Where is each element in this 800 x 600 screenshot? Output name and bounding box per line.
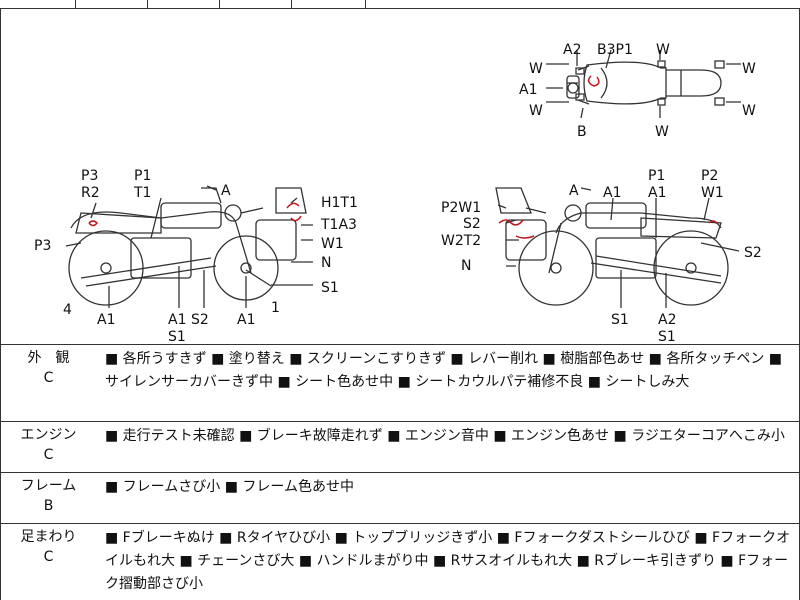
label-a2: A2 (563, 42, 581, 58)
label-p2w1: P2W1 (441, 200, 481, 216)
section-notes: ■ フレームさび小 ■ フレーム色あせ中 (105, 479, 354, 495)
label-p1: P1 (648, 168, 665, 184)
label-s1: S1 (168, 329, 186, 344)
label-w1: W1 (701, 185, 724, 201)
header-row-fragment (0, 0, 800, 9)
label-4: 4 (63, 302, 72, 318)
label-w: W (529, 61, 543, 77)
label-s1: S1 (658, 329, 676, 344)
label-p3: P3 (34, 238, 51, 254)
motorcycle-diagram: A2 B3P1 W W A1 W B W W W P3 R2 P1 T1 A H… (34, 42, 762, 344)
section-grade: C (43, 370, 54, 386)
label-s1: S1 (321, 280, 339, 296)
label-w2t2: W2T2 (441, 233, 481, 249)
section-engine: エンジン C ■ 走行テスト未確認 ■ ブレーキ故障走れず ■ エンジン音中 ■… (0, 422, 800, 473)
label-a1: A1 (168, 312, 186, 328)
label-w1: W1 (321, 236, 344, 252)
top-view-motorcycle (546, 49, 741, 119)
section-notes: ■ 各所うすきず ■ 塗り替え ■ スクリーンこすりきず ■ レバー削れ ■ 樹… (105, 351, 783, 390)
label-a: A (221, 183, 231, 199)
label-s1: S1 (611, 312, 629, 328)
label-w: W (656, 42, 670, 58)
label-a2: A2 (658, 312, 676, 328)
left-side-motorcycle (68, 187, 307, 306)
label-p3: P3 (81, 168, 98, 184)
label-b: B (577, 124, 587, 140)
label-t1a3: T1A3 (320, 217, 357, 233)
section-grade: C (43, 447, 54, 463)
section-name: 外 観 (27, 350, 70, 366)
section-grade: B (43, 498, 54, 514)
section-notes: ■ 走行テスト未確認 ■ ブレーキ故障走れず ■ エンジン音中 ■ エンジン色あ… (105, 428, 785, 444)
section-name: フレーム (20, 478, 77, 494)
label-s2: S2 (191, 312, 209, 328)
diagram-labels: A2 B3P1 W W A1 W B W W W P3 R2 P1 T1 A H… (34, 42, 762, 344)
label-n: N (461, 258, 471, 274)
label-w: W (655, 124, 669, 140)
label-a1: A1 (519, 82, 537, 98)
label-b3p1: B3P1 (597, 42, 633, 58)
label-a1: A1 (603, 185, 621, 201)
label-w: W (742, 103, 756, 119)
label-n: N (321, 255, 331, 271)
section-name: 足まわり (20, 529, 77, 545)
label-a: A (569, 183, 579, 199)
label-a1: A1 (648, 185, 666, 201)
label-w: W (742, 61, 756, 77)
label-a1: A1 (237, 312, 255, 328)
label-h1t1: H1T1 (321, 195, 358, 211)
section-notes: ■ Fブレーキぬけ ■ Rタイヤひび小 ■ トップブリッジきず小 ■ Fフォーク… (105, 530, 791, 592)
label-s2: S2 (463, 216, 481, 232)
section-frame: フレーム B ■ フレームさび小 ■ フレーム色あせ中 (0, 473, 800, 524)
damage-diagram-panel: A2 B3P1 W W A1 W B W W W P3 R2 P1 T1 A H… (0, 8, 800, 345)
label-a1: A1 (97, 312, 115, 328)
section-exterior: 外 観 C ■ 各所うすきず ■ 塗り替え ■ スクリーンこすりきず ■ レバー… (0, 345, 800, 422)
section-name: エンジン (20, 427, 77, 443)
section-suspension: 足まわり C ■ Fブレーキぬけ ■ Rタイヤひび小 ■ トップブリッジきず小 … (0, 524, 800, 600)
label-w: W (529, 103, 543, 119)
label-r2: R2 (81, 185, 100, 201)
label-1: 1 (271, 300, 280, 316)
label-p2: P2 (701, 168, 718, 184)
section-grade: C (43, 549, 54, 565)
damage-marks (88, 75, 718, 239)
label-p1: P1 (134, 168, 151, 184)
label-s2: S2 (744, 245, 762, 261)
label-t1: T1 (133, 185, 151, 201)
